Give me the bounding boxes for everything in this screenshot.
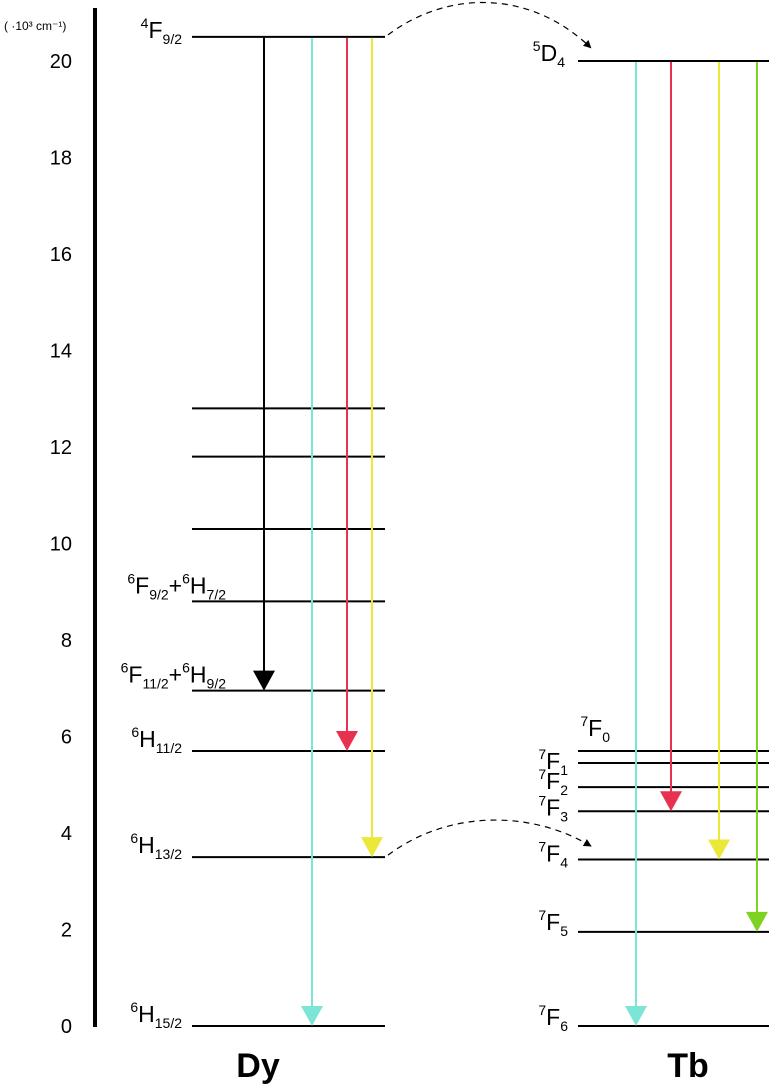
dy-element-label: Dy xyxy=(236,1047,280,1085)
tb-transition-arrowhead-2 xyxy=(660,791,682,812)
axis-tick-label-12: 12 xyxy=(50,437,72,459)
tb-transition-arrowhead-3 xyxy=(708,839,730,860)
dy-energy-levels xyxy=(192,35,385,1027)
tb-level-label-7f3: 7F3 xyxy=(538,792,568,824)
tb-level-label-7f2: 7F2 xyxy=(538,766,568,798)
energy-axis-unit-label: ( ·10³ cm⁻¹) xyxy=(4,19,66,33)
axis-tick-label-20: 20 xyxy=(50,51,72,73)
tb-energy-levels xyxy=(578,60,769,1027)
tb-level-label-5d4: 5D4 xyxy=(533,38,565,70)
axis-tick-label-10: 10 xyxy=(50,534,72,556)
tb-transition-arrowhead-4 xyxy=(746,911,768,932)
energy-transfer-arrows xyxy=(387,2,592,856)
energy-transfer-arrow-2 xyxy=(387,819,592,856)
dy-transition-arrowhead-3 xyxy=(361,837,383,858)
energy-axis-tick-labels: 0 2 4 6 8 10 12 14 16 18 20 xyxy=(50,51,72,1038)
dy-level-label-6h15-2: 6H15/2 xyxy=(130,999,182,1031)
axis-tick-label-2: 2 xyxy=(61,920,72,942)
tb-transitions xyxy=(625,62,768,1026)
tb-level-label-7f0: 7F0 xyxy=(580,713,610,745)
dy-level-labels: 4F9/2 6F9/2+6H7/2 6F11/2+6H9/2 6H11/2 6H13/2… xyxy=(121,15,227,1031)
tb-level-label-7f5: 7F5 xyxy=(538,907,568,939)
energy-transfer-arrow-1 xyxy=(387,2,592,49)
tb-level-label-7f6: 7F6 xyxy=(538,1002,568,1034)
dy-level-label-4f9-2: 4F9/2 xyxy=(141,15,183,47)
axis-tick-label-0: 0 xyxy=(61,1016,72,1038)
axis-tick-label-8: 8 xyxy=(61,630,72,652)
dy-level-label-6h11-2: 6H11/2 xyxy=(131,724,182,756)
dy-transitions xyxy=(253,37,383,1026)
dy-transition-arrowhead-2 xyxy=(336,730,358,751)
dy-transition-arrowhead-4 xyxy=(301,1006,323,1026)
tb-level-label-7f4: 7F4 xyxy=(538,839,568,871)
tb-element-label: Tb xyxy=(667,1047,709,1085)
dy-level-label-6h13-2: 6H13/2 xyxy=(130,830,182,862)
tb-level-label-7f1: 7F1 xyxy=(538,746,568,778)
axis-tick-label-16: 16 xyxy=(50,244,72,266)
dy-transition-arrowhead-1 xyxy=(253,670,275,691)
axis-tick-label-6: 6 xyxy=(61,727,72,749)
dy-level-label-6f9-2-6h7-2: 6F9/2+6H7/2 xyxy=(127,570,226,602)
axis-tick-label-4: 4 xyxy=(61,823,72,845)
axis-tick-label-18: 18 xyxy=(50,148,72,170)
axis-tick-label-14: 14 xyxy=(50,341,72,363)
dy-level-label-6f11-2-6h9-2: 6F11/2+6H9/2 xyxy=(121,660,227,692)
tb-transition-arrowhead-1 xyxy=(625,1006,647,1026)
